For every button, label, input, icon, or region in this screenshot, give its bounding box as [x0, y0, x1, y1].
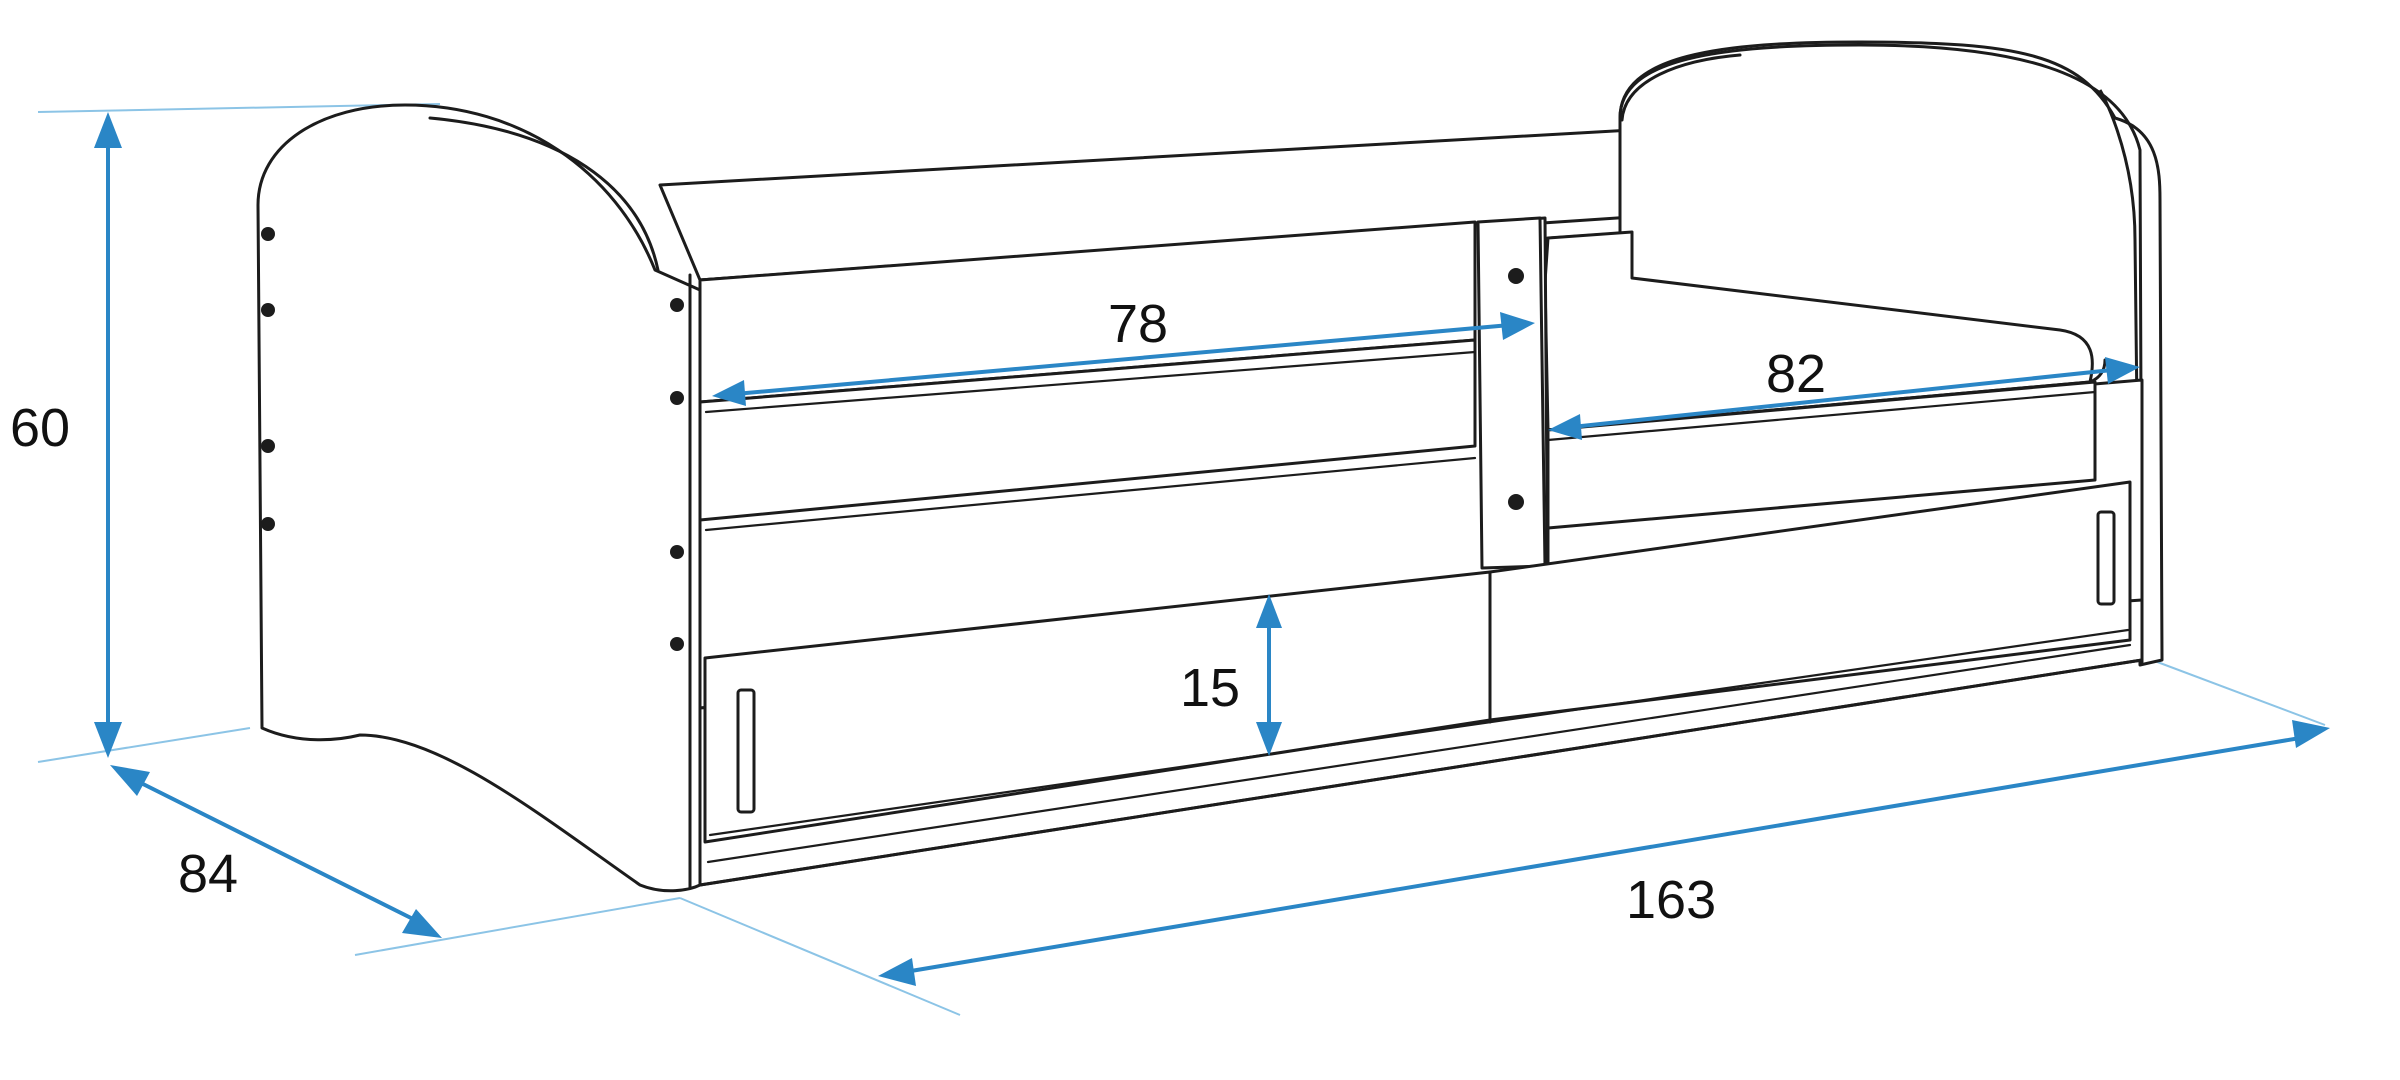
- right-rails: [1546, 380, 2097, 530]
- dimension-depth: [110, 765, 442, 938]
- label-opening: 82: [1766, 344, 1826, 404]
- headboard-bolts: [261, 227, 684, 651]
- drawer-handle-right: [2096, 510, 2116, 606]
- dimension-opening: [1548, 357, 2140, 440]
- drawer-handle-left: [736, 688, 756, 814]
- label-depth: 84: [178, 844, 238, 904]
- bolt-dot: [670, 298, 684, 312]
- left-headboard: [256, 103, 702, 893]
- post-bolt-bottom: [1508, 494, 1524, 510]
- dimension-guard-rail: [712, 312, 1535, 406]
- bolt-dot: [670, 391, 684, 405]
- post-bolt-top: [1508, 268, 1524, 284]
- bolt-dot: [670, 637, 684, 651]
- bolt-dot: [261, 517, 275, 531]
- label-guard-rail: 78: [1108, 294, 1168, 354]
- center-post: [1476, 216, 1547, 570]
- dimension-length: [878, 720, 2330, 986]
- dimension-drawer: [1256, 594, 1282, 756]
- extension-lines: [37, 103, 2326, 1016]
- label-height: 60: [10, 398, 70, 458]
- drawers: [703, 480, 2132, 844]
- bolt-dot: [261, 227, 275, 241]
- label-length: 163: [1626, 870, 1716, 930]
- right-headboard: [1618, 40, 2164, 667]
- label-drawer: 15: [1180, 658, 1240, 718]
- dimension-height: [94, 112, 122, 758]
- bolt-dot: [261, 303, 275, 317]
- bolt-dot: [261, 439, 275, 453]
- bolt-dot: [670, 545, 684, 559]
- guard-rail: [698, 220, 1477, 532]
